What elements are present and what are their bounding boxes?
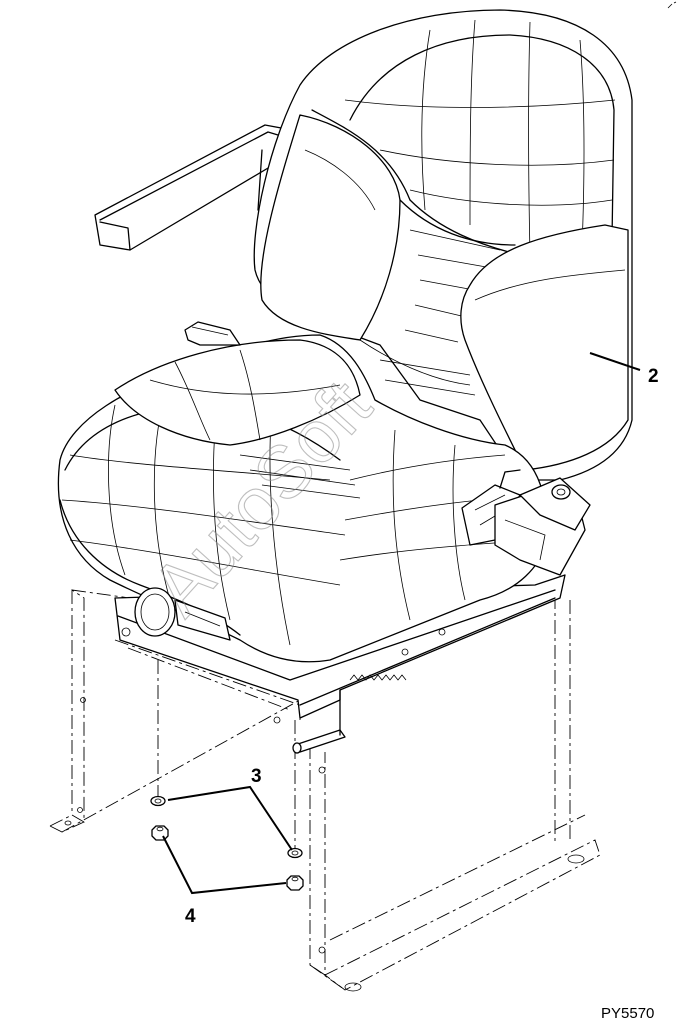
callout-4: 4 bbox=[185, 906, 196, 927]
callout-2: 2 bbox=[648, 366, 659, 387]
washer-left bbox=[150, 795, 166, 807]
nut-right bbox=[286, 875, 304, 891]
seat-cushion bbox=[57, 334, 547, 663]
washer-right bbox=[287, 847, 303, 859]
hardware bbox=[150, 795, 304, 891]
seat-back bbox=[253, 9, 633, 481]
corner-mark bbox=[667, 1, 677, 9]
callout-3: 3 bbox=[251, 766, 262, 787]
seat-belt bbox=[184, 321, 591, 576]
figure-code: PY5570 bbox=[601, 1005, 654, 1022]
nut-left bbox=[151, 825, 169, 841]
callout-leaders bbox=[162, 352, 641, 895]
